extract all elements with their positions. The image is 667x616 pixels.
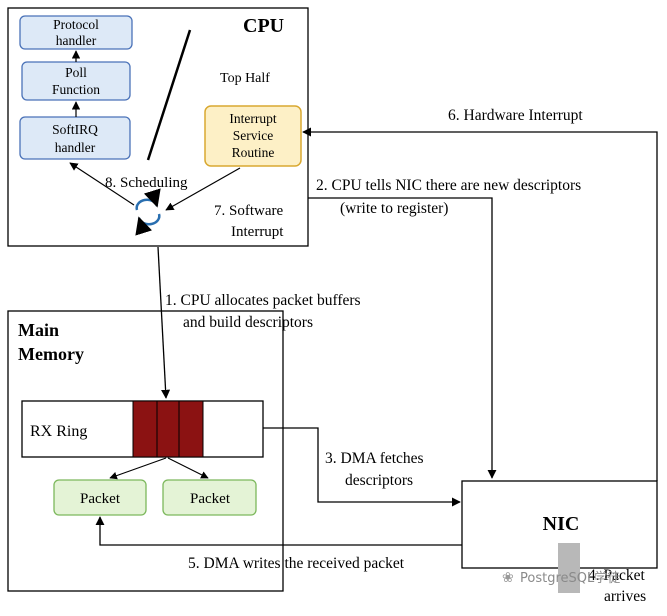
rx-ring-slot xyxy=(132,400,158,458)
protocol-handler-box xyxy=(19,15,133,50)
packet-arrival-port xyxy=(558,543,580,593)
packet-label-2: Packet xyxy=(190,491,231,507)
arrow-ring-to-packet-1 xyxy=(109,457,167,480)
main-memory-box xyxy=(7,310,284,592)
software-interrupt-label-2: Interrupt xyxy=(231,224,284,240)
arrow-software-interrupt xyxy=(165,167,241,211)
arrow-step-6 xyxy=(302,127,658,481)
top-half-label: Top Half xyxy=(220,71,270,86)
arrow-step-5 xyxy=(95,516,462,546)
watermark-label: PostgreSQL学徒 xyxy=(520,570,620,586)
software-interrupt-label-1: 7. Software xyxy=(214,203,283,219)
poll-function-label-1: Poll xyxy=(65,65,87,80)
step-3-label-2: descriptors xyxy=(345,472,413,489)
softirq-handler-label-2: handler xyxy=(55,140,96,155)
poll-function-label-2: Function xyxy=(52,82,100,97)
arrow-scheduling xyxy=(69,162,135,206)
rx-ring-label: RX Ring xyxy=(30,423,87,440)
arrow-step-2 xyxy=(308,197,497,479)
isr-box xyxy=(204,105,302,167)
main-memory-title-1: Main xyxy=(18,320,59,340)
cpu-box xyxy=(7,7,309,247)
step-3-label-1: 3. DMA fetches xyxy=(325,450,424,467)
step-4-label-1: 4. Packet xyxy=(588,567,646,584)
step-4-label-2: arrives xyxy=(604,588,646,605)
nic-title: NIC xyxy=(543,513,580,535)
isr-label-3: Routine xyxy=(232,145,275,160)
protocol-handler-label-1: Protocol xyxy=(53,17,99,32)
step-2-label-1: 2. CPU tells NIC there are new descripto… xyxy=(316,177,581,194)
rx-ring-slot xyxy=(156,400,180,458)
step-2-label-2: (write to register) xyxy=(340,200,448,217)
main-memory-title-2: Memory xyxy=(18,344,84,364)
step-6-label: 6. Hardware Interrupt xyxy=(448,107,583,124)
protocol-handler-label-2: handler xyxy=(56,33,97,48)
packet-label-1: Packet xyxy=(80,491,121,507)
rx-ring-slot xyxy=(178,400,204,458)
softirq-handler-box xyxy=(19,116,131,160)
isr-label-1: Interrupt xyxy=(229,111,276,126)
arrow-step-1 xyxy=(157,246,171,399)
step-1-label-2: and build descriptors xyxy=(183,314,313,331)
step-5-label: 5. DMA writes the received packet xyxy=(188,555,405,572)
half-divider xyxy=(146,29,192,161)
softirq-handler-label-1: SoftIRQ xyxy=(52,122,98,137)
arrow-step-3 xyxy=(263,427,461,507)
packet-box-2 xyxy=(162,479,257,516)
scheduling-label: 8. Scheduling xyxy=(105,175,188,191)
isr-label-2: Service xyxy=(233,128,273,143)
wechat-watermark-icon: ❀ xyxy=(502,571,514,586)
cpu-title: CPU xyxy=(243,15,284,37)
scheduling-cycle-icon xyxy=(135,188,161,236)
arrow-ring-to-packet-2 xyxy=(167,457,209,479)
step-1-label-1: 1. CPU allocates packet buffers xyxy=(165,292,361,309)
packet-box-1 xyxy=(53,479,147,516)
